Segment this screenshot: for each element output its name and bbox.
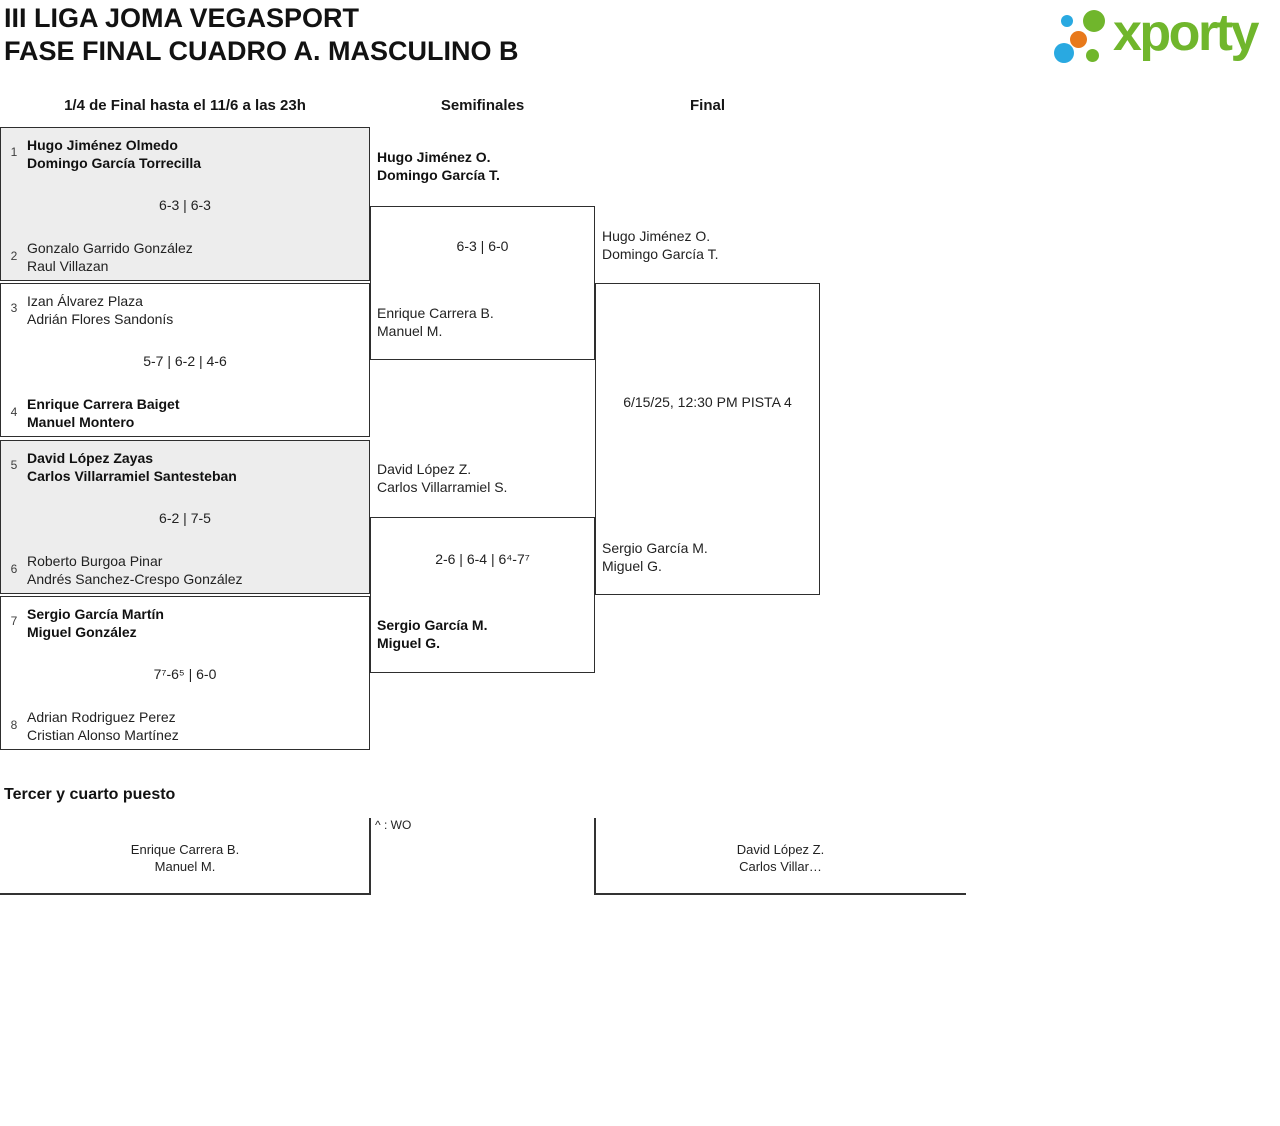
player-name: David López Zayas bbox=[27, 450, 154, 466]
player-name: Manuel M. bbox=[154, 859, 216, 874]
team-pair: Gonzalo Garrido González Raul Villazan bbox=[27, 239, 193, 275]
match-final bbox=[595, 283, 820, 595]
player-name: Domingo García T. bbox=[377, 167, 500, 183]
player-name: Miguel González bbox=[27, 624, 137, 640]
player-name: Adrián Flores Sandonís bbox=[27, 311, 174, 327]
logo-dot-icon bbox=[1070, 31, 1087, 48]
player-name: Carlos Villarramiel Santesteban bbox=[27, 468, 237, 484]
third-place-slot-line-right bbox=[594, 893, 966, 895]
match-score: 6-2 | 7-5 bbox=[159, 510, 211, 526]
player-name: Gonzalo Garrido González bbox=[27, 240, 193, 256]
player-name: David López Z. bbox=[736, 842, 825, 857]
seed-number: 7 bbox=[10, 614, 18, 628]
match-quarterfinal-3: 5 David López Zayas Carlos Villarramiel … bbox=[0, 440, 370, 594]
page-title-line2: FASE FINAL CUADRO A. MASCULINO B bbox=[4, 36, 519, 66]
player-name: Hugo Jiménez O. bbox=[377, 149, 491, 165]
player-name: Manuel Montero bbox=[27, 414, 135, 430]
match-semifinal-2 bbox=[370, 517, 595, 673]
player-name: Enrique Carrera B. bbox=[377, 305, 494, 321]
logo-dot-icon bbox=[1083, 10, 1105, 32]
round-header-quarterfinals: 1/4 de Final hasta el 11/6 a las 23h bbox=[64, 97, 306, 114]
page-title: III LIGA JOMA VEGASPORT FASE FINAL CUADR… bbox=[4, 2, 519, 68]
team-pair: Izan Álvarez Plaza Adrián Flores Sandoní… bbox=[27, 292, 173, 328]
team-pair: Enrique Carrera B. Manuel M. bbox=[0, 841, 370, 875]
player-name: Sergio García Martín bbox=[27, 606, 164, 622]
logo-dot-icon bbox=[1061, 15, 1073, 27]
team-pair: Enrique Carrera B. Manuel M. bbox=[377, 304, 494, 340]
third-place-heading: Tercer y cuarto puesto bbox=[4, 786, 176, 803]
player-name: Manuel M. bbox=[377, 323, 443, 339]
walkover-note: ^ : WO bbox=[375, 818, 412, 832]
player-name: Izan Álvarez Plaza bbox=[27, 293, 143, 309]
logo-dot-icon bbox=[1054, 43, 1074, 63]
seed-number: 1 bbox=[10, 145, 18, 159]
page-title-line1: III LIGA JOMA VEGASPORT bbox=[4, 3, 360, 33]
seed-number: 2 bbox=[10, 249, 18, 263]
seed-number: 3 bbox=[10, 301, 18, 315]
player-name: Domingo García T. bbox=[602, 246, 719, 262]
match-score: 5-7 | 6-2 | 4-6 bbox=[143, 353, 227, 369]
player-name: David López Z. bbox=[377, 461, 472, 477]
xporty-logo-text: xporty bbox=[1113, 4, 1259, 62]
player-name: Enrique Carrera B. bbox=[130, 842, 240, 857]
team-pair: Sergio García M. Miguel G. bbox=[602, 539, 708, 575]
match-score: 7⁷-6⁵ | 6-0 bbox=[153, 666, 217, 682]
third-place-slot-line-left bbox=[0, 893, 371, 895]
team-pair: David López Z. Carlos Villar… bbox=[595, 841, 966, 875]
player-name: Enrique Carrera Baiget bbox=[27, 396, 180, 412]
match-score: 2-6 | 6-4 | 6⁴-7⁷ bbox=[435, 551, 530, 567]
match-quarterfinal-2: 3 Izan Álvarez Plaza Adrián Flores Sando… bbox=[0, 283, 370, 437]
logo-dot-icon bbox=[1086, 49, 1099, 62]
match-semifinal-1 bbox=[370, 206, 595, 360]
player-name: Andrés Sanchez-Crespo González bbox=[27, 571, 243, 587]
team-pair: David López Zayas Carlos Villarramiel Sa… bbox=[27, 449, 237, 485]
third-place-connector-right bbox=[594, 818, 596, 895]
round-header-final: Final bbox=[689, 97, 725, 114]
player-name: Hugo Jiménez O. bbox=[602, 228, 711, 244]
team-pair: Hugo Jiménez O. Domingo García T. bbox=[602, 227, 718, 263]
player-name: Carlos Villarramiel S. bbox=[377, 479, 508, 495]
team-pair: Enrique Carrera Baiget Manuel Montero bbox=[27, 395, 180, 431]
player-name: Sergio García M. bbox=[377, 617, 488, 633]
player-name: Cristian Alonso Martínez bbox=[27, 727, 179, 743]
team-pair: Sergio García Martín Miguel González bbox=[27, 605, 164, 641]
team-pair: Hugo Jiménez O. Domingo García T. bbox=[377, 148, 500, 184]
round-header-semifinals: Semifinales bbox=[440, 97, 525, 114]
match-schedule: 6/15/25, 12:30 PM PISTA 4 bbox=[623, 394, 792, 410]
match-score: 6-3 | 6-3 bbox=[159, 197, 211, 213]
match-quarterfinal-1: 1 Hugo Jiménez Olmedo Domingo García Tor… bbox=[0, 127, 370, 281]
team-pair: Sergio García M. Miguel G. bbox=[377, 616, 487, 652]
player-name: Domingo García Torrecilla bbox=[27, 155, 202, 171]
team-pair: Adrian Rodriguez Perez Cristian Alonso M… bbox=[27, 708, 179, 744]
player-name: Carlos Villar… bbox=[739, 859, 822, 874]
seed-number: 8 bbox=[10, 718, 18, 732]
player-name: Miguel G. bbox=[602, 558, 662, 574]
player-name: Miguel G. bbox=[377, 635, 440, 651]
team-pair: Hugo Jiménez Olmedo Domingo García Torre… bbox=[27, 136, 201, 172]
seed-number: 4 bbox=[10, 405, 18, 419]
match-score: 6-3 | 6-0 bbox=[456, 238, 509, 254]
player-name: Raul Villazan bbox=[27, 258, 109, 274]
player-name: Roberto Burgoa Pinar bbox=[27, 553, 163, 569]
team-pair: David López Z. Carlos Villarramiel S. bbox=[377, 460, 507, 496]
player-name: Adrian Rodriguez Perez bbox=[27, 709, 176, 725]
seed-number: 6 bbox=[10, 562, 18, 576]
team-pair: Roberto Burgoa Pinar Andrés Sanchez-Cres… bbox=[27, 552, 243, 588]
player-name: Sergio García M. bbox=[602, 540, 708, 556]
seed-number: 5 bbox=[10, 458, 18, 472]
match-quarterfinal-4: 7 Sergio García Martín Miguel González 7… bbox=[0, 596, 370, 750]
third-place-connector-left bbox=[369, 818, 371, 895]
player-name: Hugo Jiménez Olmedo bbox=[27, 137, 178, 153]
